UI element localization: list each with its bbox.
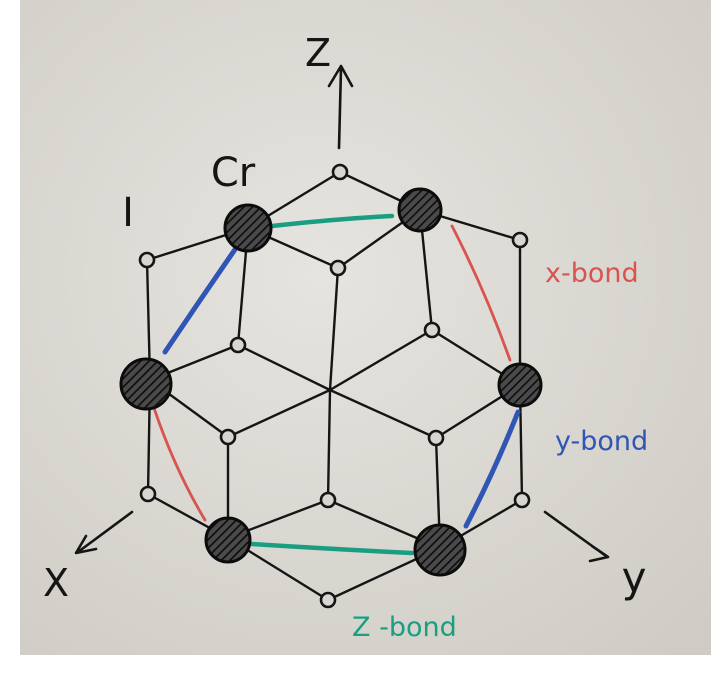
chromium-label: Cr xyxy=(211,150,256,196)
cr-atom xyxy=(399,189,441,231)
i-atom xyxy=(429,431,443,445)
cr-atom xyxy=(121,359,171,409)
i-atom xyxy=(140,253,154,267)
i-atom xyxy=(515,493,529,507)
x-bond-label: x-bond xyxy=(545,258,639,289)
iodine-label: I xyxy=(122,190,134,236)
bottom-white-strip xyxy=(0,655,711,683)
i-atom xyxy=(331,261,345,275)
z-axis-label: Z xyxy=(305,31,331,75)
i-atom xyxy=(221,430,235,444)
z-bond-label: Z -bond xyxy=(352,612,457,643)
cr-atom xyxy=(225,205,271,251)
i-atom xyxy=(513,233,527,247)
i-atom xyxy=(231,338,245,352)
cr-atom xyxy=(206,518,250,562)
i-atom xyxy=(141,487,155,501)
left-white-strip xyxy=(0,0,20,683)
i-atom xyxy=(425,323,439,337)
cr-atom xyxy=(415,525,465,575)
i-atom xyxy=(321,493,335,507)
i-atom xyxy=(333,165,347,179)
y-axis-label: y xyxy=(622,553,647,602)
x-axis-label: X xyxy=(43,561,69,605)
y-bond-label: y-bond xyxy=(555,426,648,457)
i-atom xyxy=(321,593,335,607)
cr-atom xyxy=(499,364,541,406)
